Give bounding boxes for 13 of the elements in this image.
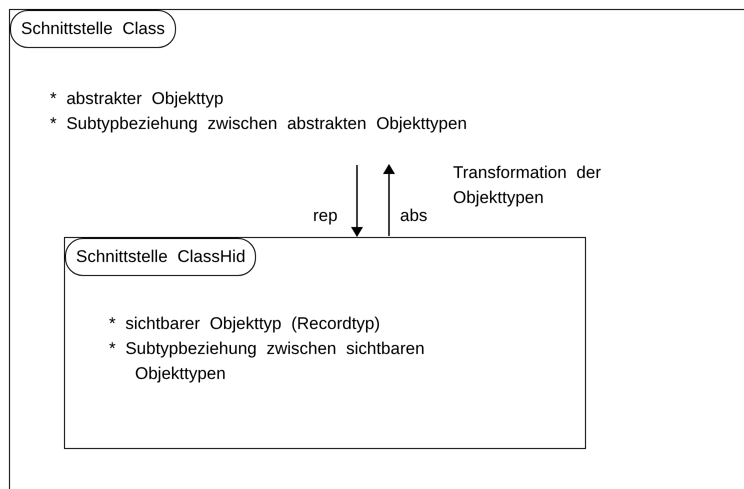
- note-text: Transformation der Objekttypen: [453, 162, 602, 209]
- bullet-text: * abstrakter Objekttyp: [50, 88, 224, 110]
- interface-heading: Schnittstelle Class: [10, 10, 176, 48]
- inner-interface-box: [64, 237, 586, 449]
- arrow: [351, 165, 363, 237]
- outer-interface-frame: [9, 9, 744, 489]
- bullet-text: * Subtypbeziehung zwischen abstrakten Objekttypen: [50, 113, 468, 135]
- interface-heading: Schnittstelle ClassHid: [65, 238, 256, 276]
- edge-label: rep: [313, 205, 338, 227]
- bullet-text: * Subtypbeziehung zwischen sichtbaren Objekttypen: [109, 338, 426, 385]
- edge-label: abs: [400, 205, 428, 227]
- arrow: [383, 164, 395, 236]
- bullet-text: * sichtbarer Objekttyp (Recordtyp): [109, 313, 382, 335]
